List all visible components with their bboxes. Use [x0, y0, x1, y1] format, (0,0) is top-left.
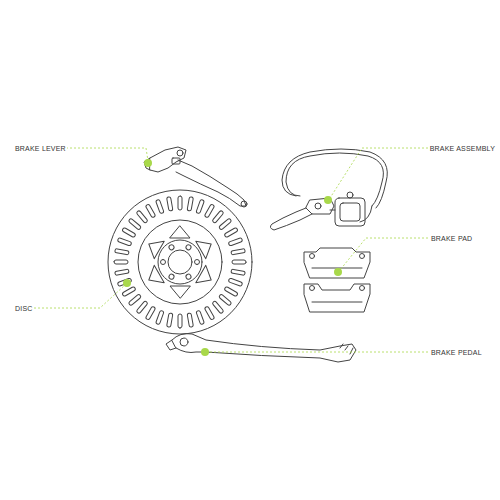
leader-lines — [30, 148, 428, 352]
part-label: BRAKE PAD — [430, 235, 473, 242]
part-label: DISC — [14, 305, 34, 312]
disc-slot — [228, 238, 243, 247]
disc-slot — [145, 204, 155, 218]
disc-slot — [204, 204, 214, 218]
disc-slot — [156, 199, 165, 214]
disc-bolt-hole — [168, 244, 175, 251]
disc-bolt-hole — [185, 273, 192, 280]
brake-pad — [304, 248, 370, 312]
disc-cutout — [144, 235, 164, 258]
disc-slot — [178, 196, 182, 210]
disc-slot — [117, 278, 132, 287]
disc-slot — [196, 199, 205, 214]
disc-cutout — [144, 265, 164, 288]
disc-cutout — [196, 235, 216, 258]
disc-slot — [187, 197, 193, 211]
disc-bolt-hole — [185, 244, 192, 251]
brake-assembly — [270, 149, 387, 230]
disc-slot — [228, 278, 243, 287]
disc-slot — [136, 301, 148, 314]
disc-slot — [114, 260, 128, 264]
leader-dots — [123, 159, 342, 356]
disc-slot — [231, 269, 245, 275]
part-label: BRAKE PEDAL — [430, 349, 483, 356]
disc-slot — [224, 227, 238, 237]
disc-slot — [219, 218, 232, 230]
disc-slot — [115, 249, 129, 255]
disc-slot — [122, 286, 136, 296]
disc-cutout — [170, 286, 190, 298]
disc-slot — [136, 210, 148, 223]
disc-slot — [122, 227, 136, 237]
disc-slot — [117, 238, 132, 247]
disc-slot — [167, 197, 173, 211]
disc-slot — [212, 210, 224, 223]
disc-slot — [167, 313, 173, 327]
part-label: BRAKE ASSEMBLY — [429, 145, 496, 152]
disc-cutout — [196, 265, 216, 288]
part-label: BRAKE LEVER — [14, 145, 67, 152]
disc-cutout — [170, 226, 190, 238]
disc-bolt-hole — [161, 260, 166, 265]
disc-slot — [187, 313, 193, 327]
disc-slot — [231, 249, 245, 255]
disc-slot — [196, 310, 205, 325]
disc-slot — [156, 310, 165, 325]
disc-slot — [128, 218, 141, 230]
disc-slot — [232, 260, 246, 264]
disc-slot — [115, 269, 129, 275]
brake-lever — [144, 147, 247, 207]
disc-slot — [204, 306, 214, 320]
disc-slot — [178, 314, 182, 328]
brake-disc — [108, 190, 252, 334]
brake-pedal — [166, 334, 356, 362]
disc-slot — [224, 286, 238, 296]
disc-bolt-hole — [168, 273, 175, 280]
disc-slot — [128, 294, 141, 306]
disc-slot — [212, 301, 224, 314]
disc-bolt-hole — [195, 260, 200, 265]
disc-slot — [219, 294, 232, 306]
disc-slot — [145, 306, 155, 320]
